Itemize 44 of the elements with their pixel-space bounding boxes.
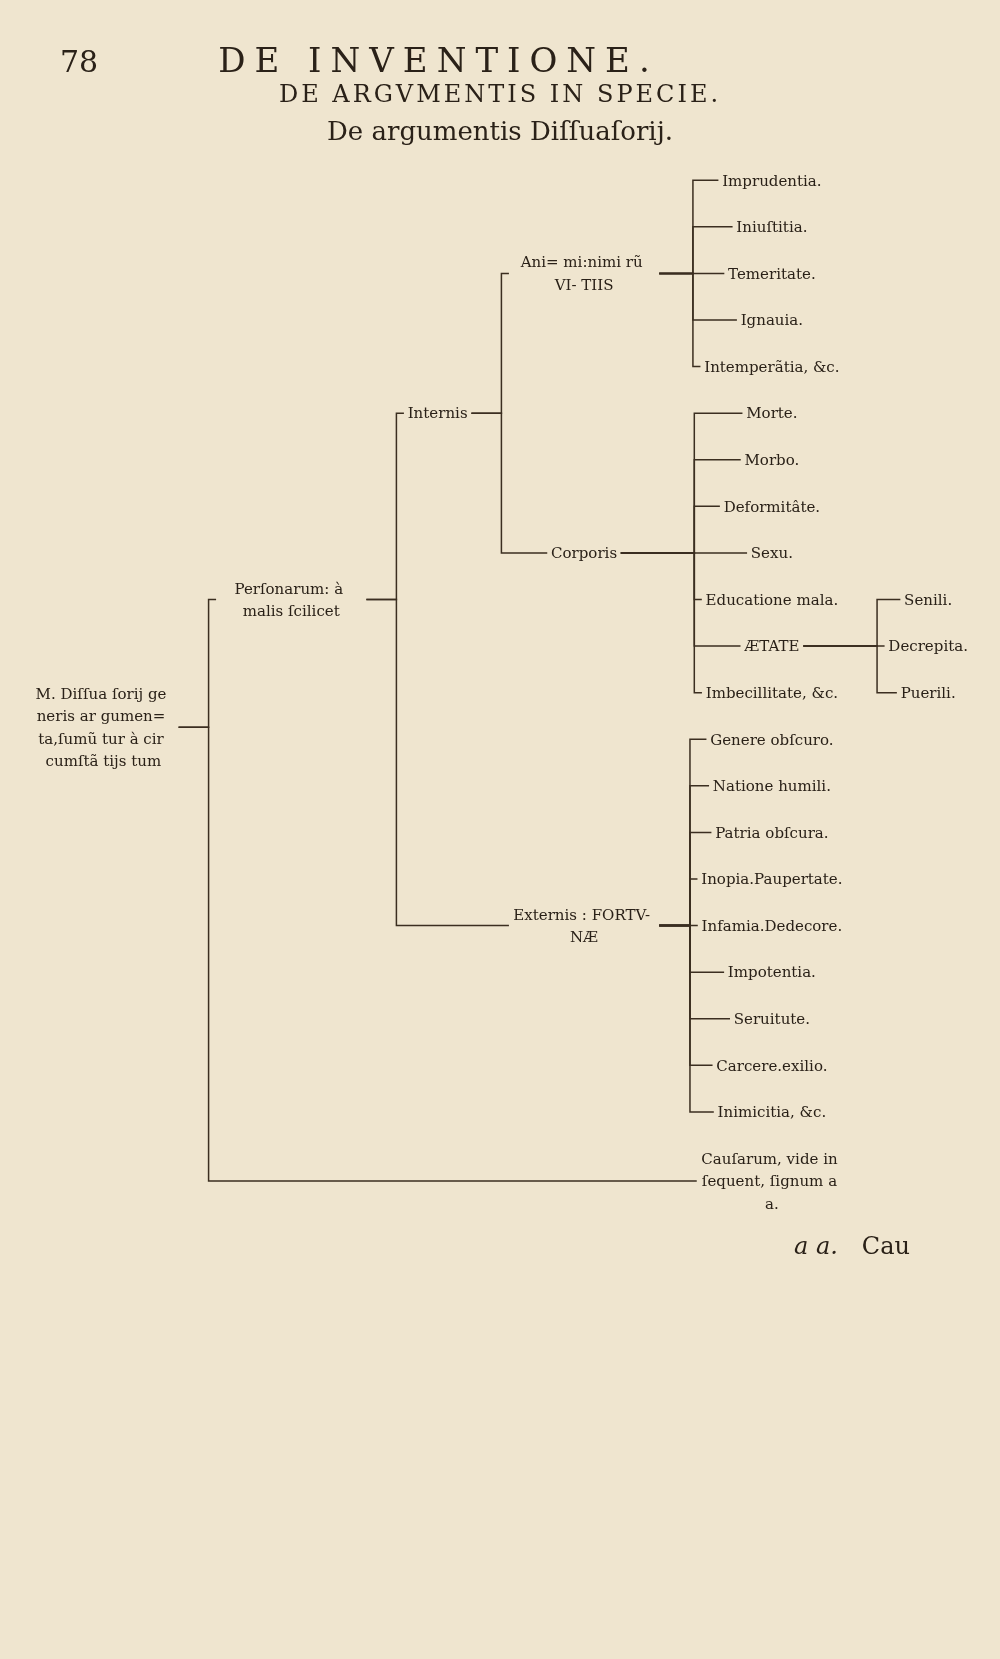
- node-text: Infamia.Dedecore.: [701, 916, 843, 935]
- connector-line: [802, 645, 898, 694]
- subheading: De argumentis Diſſuaſorij.: [327, 116, 673, 146]
- node-text: Impotentia.: [727, 963, 816, 982]
- connector-line: [620, 552, 703, 694]
- node-text: Carcere.exilio.: [716, 1056, 828, 1075]
- node-text: Genere obſcuro.: [710, 730, 834, 749]
- node-text: Imprudentia.: [722, 171, 822, 190]
- node-text: Internis: [407, 404, 468, 423]
- node-text: Ignauia.: [740, 311, 804, 330]
- node-text: Imbecillitate, &c.: [705, 683, 839, 702]
- node-text: ÆTATE: [744, 637, 800, 656]
- node-text: Seruitute.: [733, 1009, 811, 1028]
- node-text: M. Diſſua ſorij ge neris ar gumen= ta,ſumũ tur à cir cumſtã tijs tum: [35, 684, 167, 771]
- node-text: Puerili.: [900, 683, 956, 702]
- node-text: Decrepita.: [888, 637, 968, 656]
- page-number: 78: [60, 44, 99, 79]
- connector-line: [658, 924, 715, 1113]
- node-text: Morte.: [746, 404, 798, 423]
- node-text: Externis : FORTV- NÆ: [513, 905, 651, 946]
- node-text: Temeritate.: [728, 264, 816, 283]
- node-text: Corporis: [551, 543, 618, 562]
- node-text: Educatione mala.: [705, 590, 839, 609]
- node-text: Perſonarum: à malis ſcilicet: [234, 579, 344, 620]
- node-text: Senili.: [904, 590, 953, 609]
- node-text: Sexu.: [750, 543, 793, 562]
- node-text: Ani= mi:nimi rũ VI- TIIS: [520, 253, 643, 294]
- node-text: Inopia.Paupertate.: [701, 869, 843, 889]
- node-text: Deformitâte.: [723, 497, 821, 516]
- running-head: DE INVENTIONE.: [218, 40, 659, 80]
- node-text: Patria obſcura.: [715, 823, 829, 842]
- catchword: Cau: [861, 1231, 910, 1260]
- node-text: Natione humili.: [712, 776, 831, 795]
- connector-line: [177, 726, 698, 1182]
- reference-mark: a a.: [794, 1231, 838, 1260]
- node-text: Intemperãtia, &c.: [704, 357, 840, 376]
- connector-line: [365, 598, 510, 927]
- heading: DE ARGVMENTIS IN SPECIE.: [278, 80, 722, 108]
- node-text: Iniuſtitia.: [736, 217, 808, 236]
- node-text: Inimicitia, &c.: [717, 1102, 827, 1121]
- node-text: Morbo.: [744, 450, 800, 469]
- connector-line: [658, 272, 702, 368]
- connector-line: [470, 412, 548, 554]
- node-text: Cauſarum, vide in ſequent, ſignum a a.: [701, 1149, 838, 1213]
